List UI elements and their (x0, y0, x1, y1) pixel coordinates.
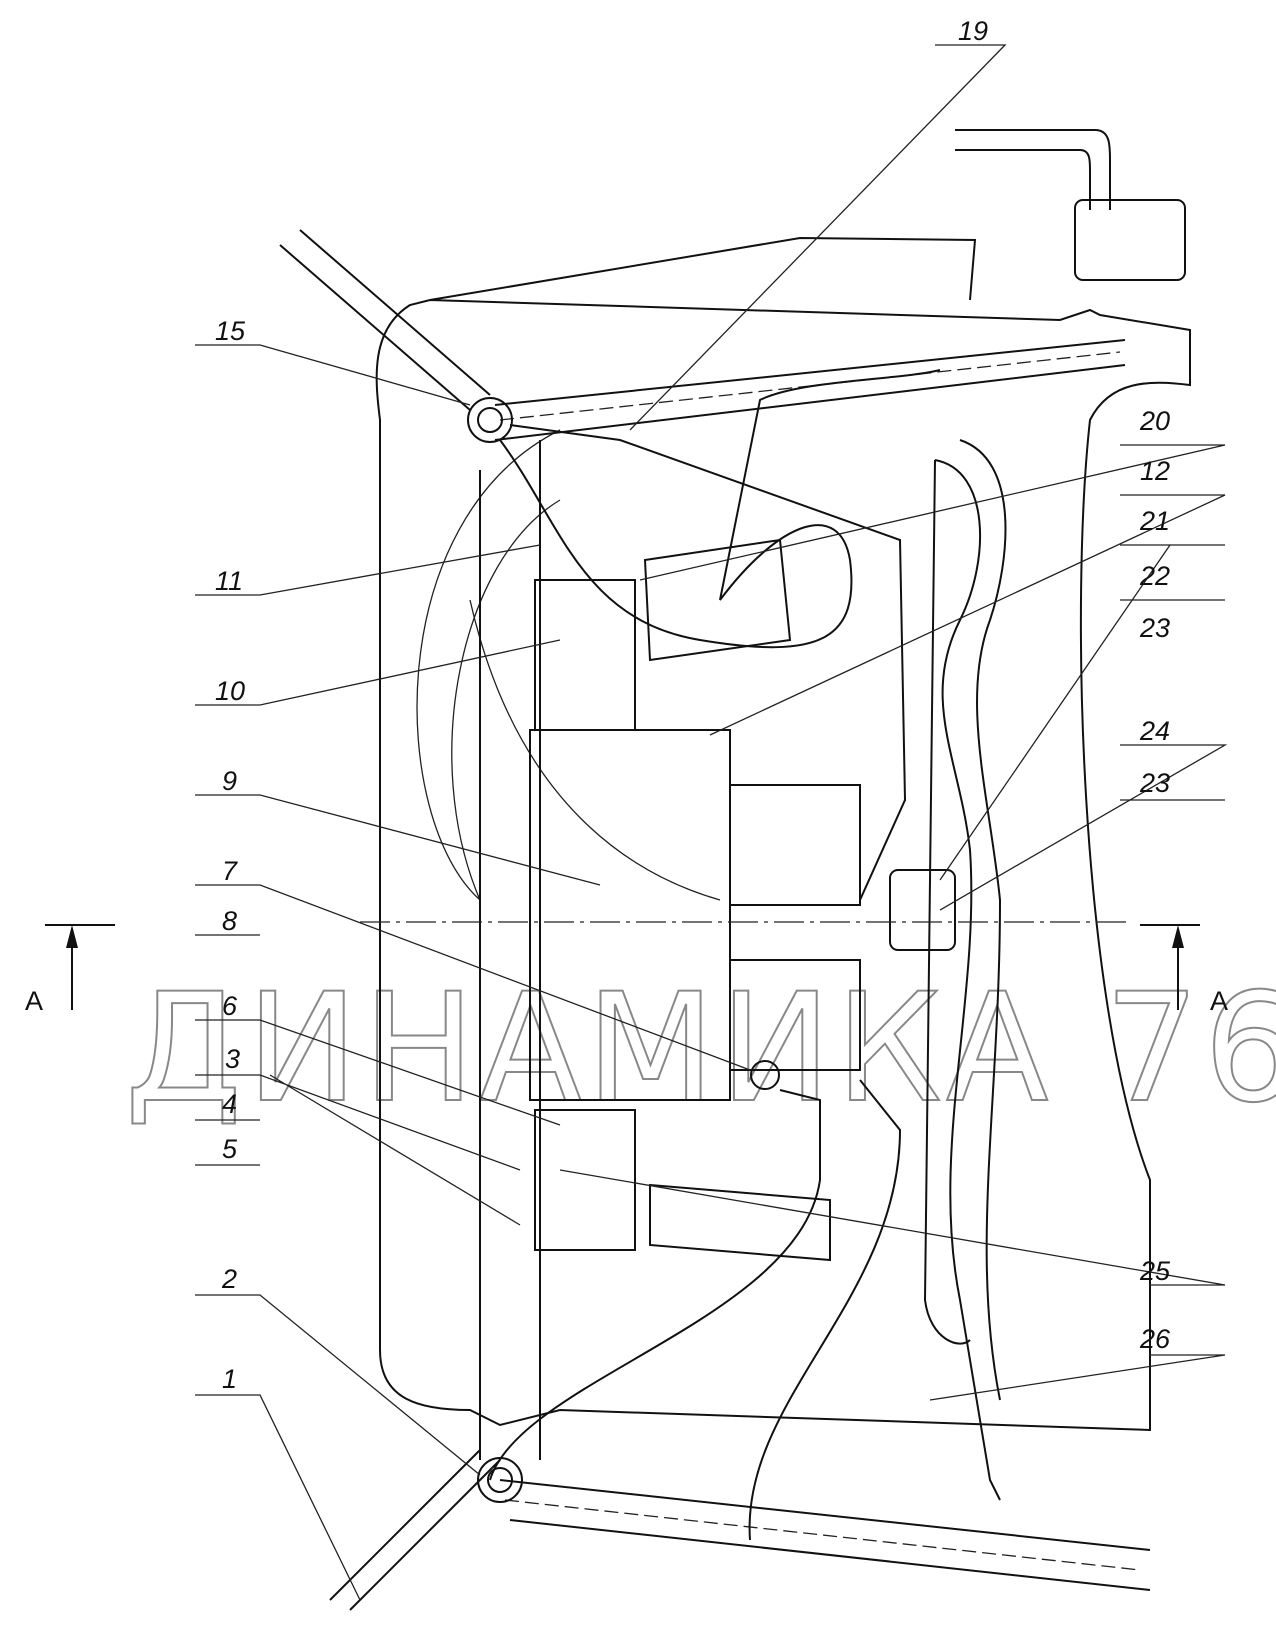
callout-15: 15 (215, 316, 246, 346)
callout-8: 8 (222, 906, 237, 936)
heater-box-upper (729, 784, 861, 906)
pipe-lower-left (329, 1449, 501, 1611)
fan-lower (534, 1109, 636, 1251)
callout-7: 7 (222, 856, 238, 886)
beam-lower-axis (504, 1499, 1141, 1571)
callout-9: 9 (222, 766, 237, 796)
callout-23-upper: 23 (1139, 613, 1170, 643)
callout-20: 20 (1139, 406, 1170, 436)
callout-5: 5 (222, 1134, 238, 1164)
joint-upper-inner (477, 407, 503, 433)
callout-3: 3 (225, 1044, 240, 1074)
window-edge (923, 459, 971, 1345)
hose-top-right (955, 129, 1111, 210)
section-label-right: A (1210, 986, 1228, 1016)
callout-25: 25 (1139, 1256, 1171, 1286)
filter-housing (1074, 199, 1186, 281)
callout-4: 4 (222, 1089, 237, 1119)
roof-edge (429, 236, 977, 301)
beam-upper (494, 339, 1126, 441)
section-mark-left: A (25, 924, 115, 1016)
callout-22: 22 (1139, 561, 1170, 591)
callout-1: 1 (222, 1364, 237, 1394)
callout-11: 11 (215, 566, 243, 596)
callout-24: 24 (1139, 716, 1170, 746)
callout-2: 2 (221, 1264, 237, 1294)
tap-valve (750, 1060, 780, 1090)
heater-box-lower (729, 959, 861, 1071)
hose-upper-b (509, 424, 907, 901)
callout-23-lower: 23 (1139, 768, 1170, 798)
callout-21: 21 (1139, 506, 1170, 536)
section-label-left: A (25, 986, 43, 1016)
hose-lower (489, 1079, 902, 1541)
beam-lower (499, 1479, 1151, 1591)
callout-26: 26 (1139, 1324, 1171, 1354)
bracket-lower (649, 1183, 831, 1262)
fan-upper (534, 579, 636, 731)
callout-19: 19 (958, 16, 988, 46)
callout-6: 6 (222, 991, 238, 1021)
valve (889, 869, 956, 951)
joint-lower-inner (487, 1467, 513, 1493)
callout-12: 12 (1140, 456, 1170, 486)
section-mark-right: A (1140, 924, 1228, 1016)
bracket-upper (643, 538, 792, 662)
cab-outline (375, 298, 1191, 1432)
frame-post (479, 440, 541, 1460)
joint-upper (467, 397, 513, 443)
leader-lines (195, 44, 1228, 1601)
callout-10: 10 (215, 676, 245, 706)
pipe-upper-left (279, 229, 491, 411)
hose-upper-a (499, 369, 941, 649)
watermark-swirl-2 (469, 599, 721, 901)
side-panel (934, 439, 1007, 1501)
watermark: ДИНАМИКА 76 (125, 962, 1276, 1136)
